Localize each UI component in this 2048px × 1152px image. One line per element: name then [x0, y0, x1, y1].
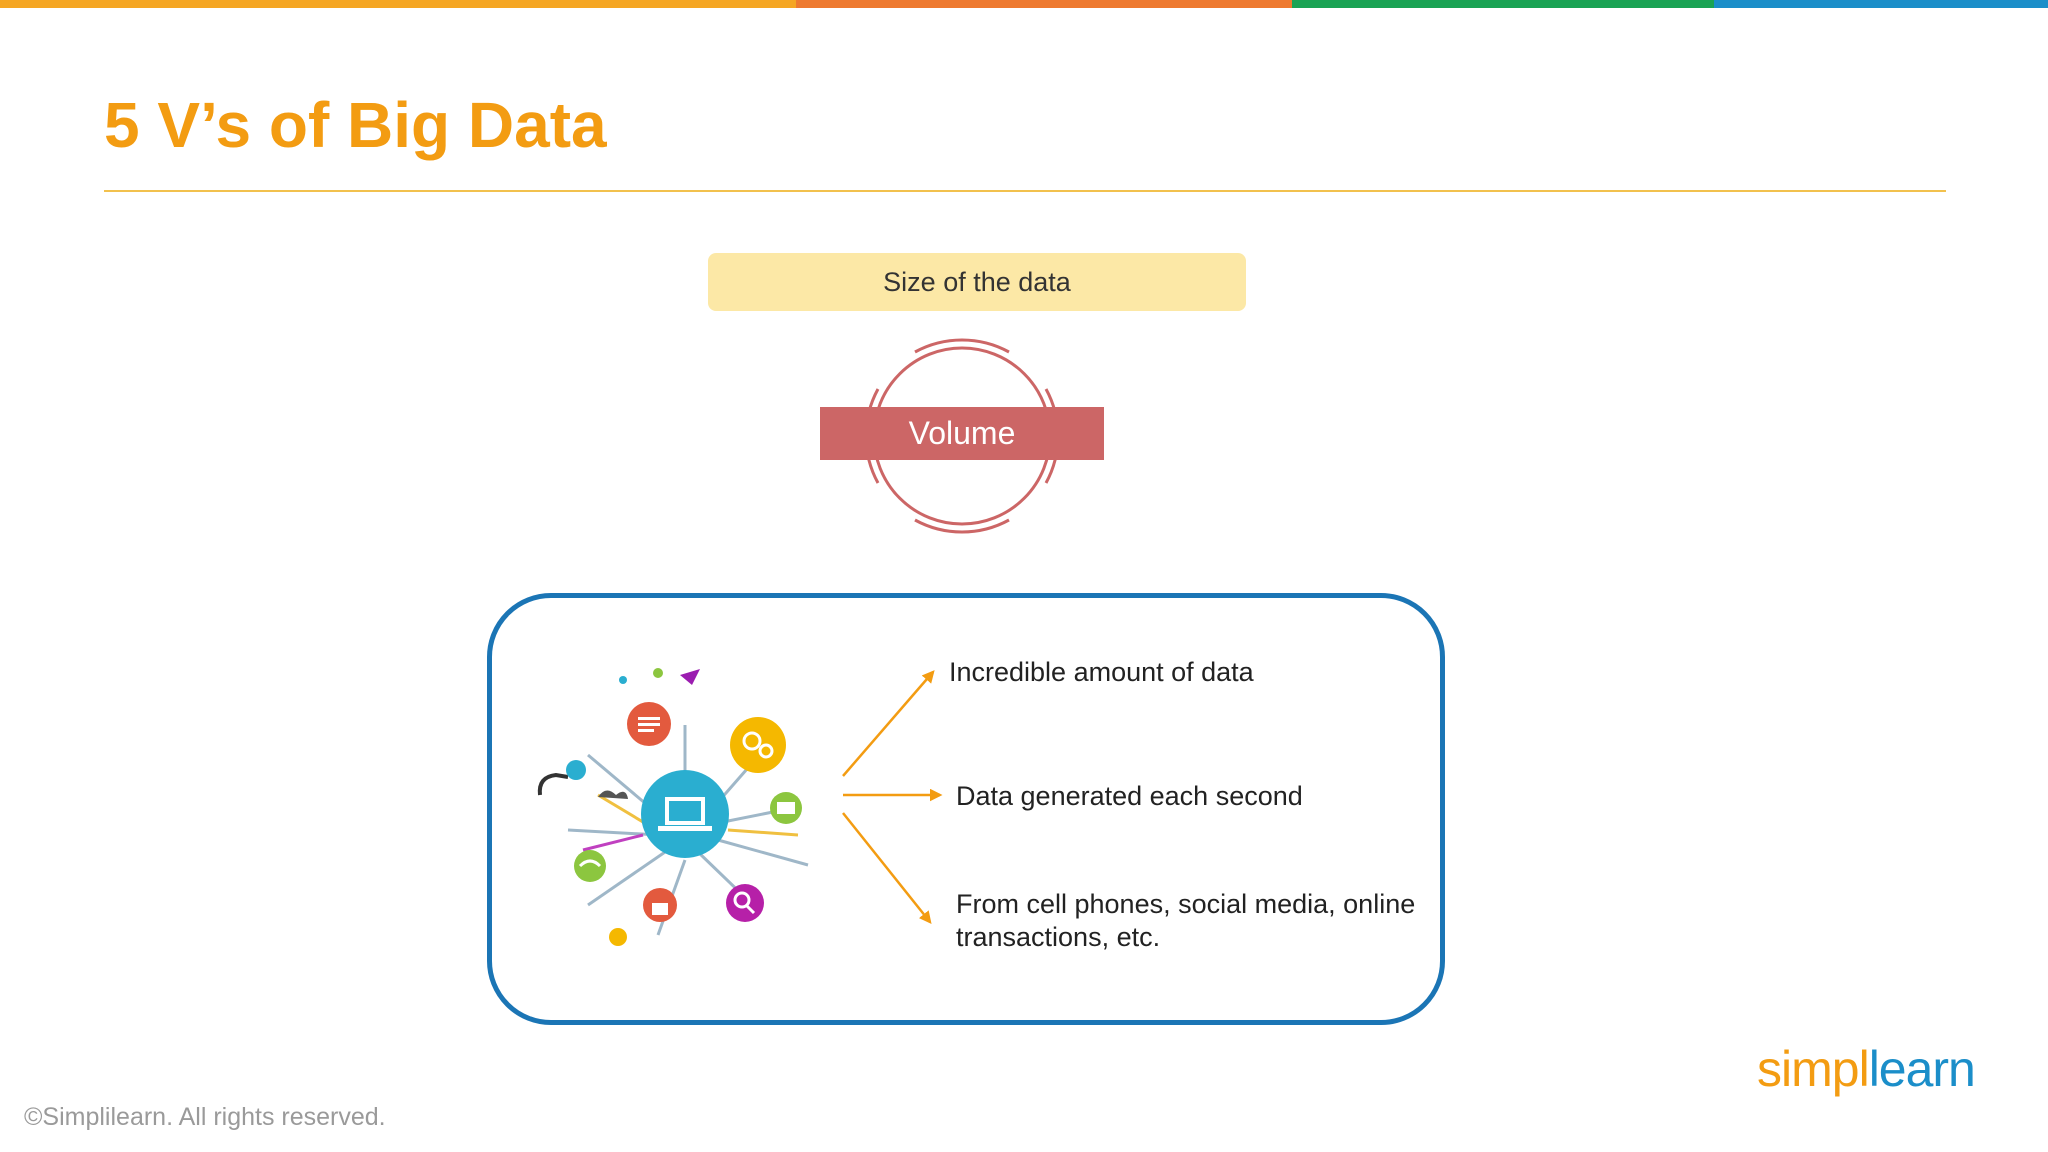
copyright-footer: ©Simplilearn. All rights reserved. [24, 1103, 386, 1131]
volume-label: Volume [908, 415, 1016, 451]
definition-text: Size of the data [883, 266, 1071, 297]
definition-box: Size of the data [708, 253, 1246, 311]
logo-text-learn: learn [1868, 1041, 1976, 1097]
arrow-up [842, 670, 935, 777]
slide-title: 5 V’s of Big Data [104, 89, 607, 161]
point-generated: Data generated each second [956, 781, 1303, 811]
point-sources: From cell phones, social media, online t… [956, 889, 1416, 952]
details-card [487, 593, 1445, 1025]
point-amount: Incredible amount of data [949, 657, 1254, 687]
title-divider [104, 190, 1946, 192]
top-color-bar [0, 0, 2048, 8]
volume-label-bar: Volume [820, 407, 1104, 460]
logo-text-simpl: simpl [1757, 1041, 1870, 1097]
tech-network-icon [537, 668, 809, 946]
arrow-down [842, 812, 932, 924]
simplilearn-logo: simpllearn [1757, 1040, 1976, 1098]
